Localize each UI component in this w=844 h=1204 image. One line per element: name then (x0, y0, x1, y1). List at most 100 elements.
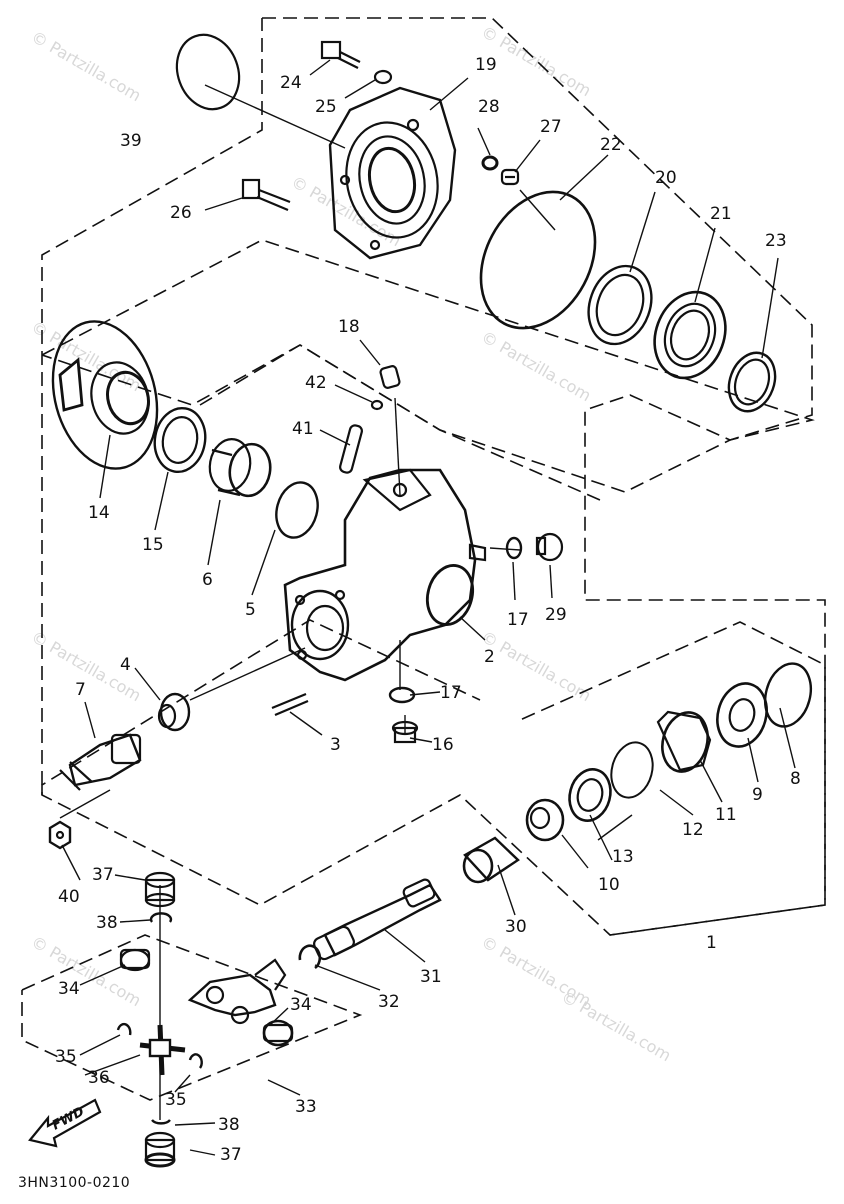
part-label: 20 (655, 168, 677, 188)
part-label: 40 (58, 887, 80, 907)
circlip-38-top (149, 912, 173, 923)
circlip-35-left (116, 1022, 132, 1036)
part-label: 18 (338, 317, 360, 337)
collar-10 (525, 798, 565, 842)
part-label: 34 (290, 995, 312, 1015)
part-label: 31 (420, 967, 442, 987)
part-label: 2 (484, 647, 495, 667)
group-outlines (21, 17, 826, 1101)
outer-assembly-outline (41, 17, 826, 936)
lower-bracket-line (41, 619, 481, 795)
part-label: 27 (540, 117, 562, 137)
part-label: 30 (505, 917, 527, 937)
part-label: 25 (315, 97, 337, 117)
washer-28 (481, 155, 499, 171)
bearing-9 (716, 682, 768, 748)
diagram-code: 3HN3100-0210 (18, 1175, 130, 1191)
shim-8 (763, 662, 813, 728)
part-label: 5 (245, 600, 256, 620)
part-labels: 39 24 25 19 28 27 22 20 21 23 26 18 42 4… (55, 55, 801, 1165)
breather-18 (379, 365, 401, 389)
part-label: 7 (75, 680, 86, 700)
part-label: 11 (715, 805, 737, 825)
bearing-group-outline (199, 344, 601, 501)
pinion-gear-7 (59, 733, 142, 791)
drive-group-outline (519, 621, 826, 936)
part-label: 9 (752, 785, 763, 805)
part-label: 1 (706, 933, 717, 953)
bearing-21 (653, 290, 727, 380)
plug-bolt-27 (500, 168, 520, 186)
washer-25 (373, 69, 393, 85)
leader-lines (59, 59, 796, 1156)
nut-40 (48, 820, 72, 850)
part-label: 4 (120, 655, 131, 675)
washer-17-bottom (388, 686, 416, 704)
part-label: 29 (545, 605, 567, 625)
bearing-cap-34-right (262, 1019, 294, 1047)
bearing-4 (157, 692, 191, 732)
part-label: 16 (432, 735, 454, 755)
part-label: 42 (305, 373, 327, 393)
washer-17-right (505, 536, 523, 560)
circlip-35-right (188, 1053, 203, 1069)
part-label: 3 (330, 735, 341, 755)
part-label: 39 (120, 131, 142, 151)
part-label: 24 (280, 73, 302, 93)
part-label: 28 (478, 97, 500, 117)
cover-group-outline (41, 239, 815, 493)
bearing-housing-11 (656, 710, 712, 773)
pin-41 (339, 424, 363, 474)
part-label: 32 (378, 992, 400, 1012)
part-label: 37 (220, 1145, 242, 1165)
part-label: 8 (790, 769, 801, 789)
stud-3 (271, 692, 309, 717)
part-label: 6 (202, 570, 213, 590)
thrust-bearing-15 (153, 406, 207, 474)
gear-case-2 (283, 468, 487, 682)
part-label: 26 (170, 203, 192, 223)
part-label: 33 (295, 1097, 317, 1117)
o-ring-39 (175, 33, 241, 111)
bearing-cap-37-top (144, 871, 176, 908)
watermark: © Partzilla.com (558, 987, 674, 1065)
part-label: 37 (92, 865, 114, 885)
part-label: 21 (710, 204, 732, 224)
part-label: 10 (598, 875, 620, 895)
bearing-cap-37-bottom (144, 1131, 176, 1168)
parts (28, 33, 813, 1168)
yoke (187, 958, 287, 1025)
yoke-group-outline (21, 934, 363, 1101)
cover-housing-19 (328, 86, 457, 260)
clip-42 (370, 399, 384, 411)
drive-shaft-31 (313, 878, 442, 961)
circlip-38-bottom (151, 1119, 171, 1125)
watermark-layer: © Partzilla.com © Partzilla.com © Partzi… (28, 22, 674, 1065)
part-label: 35 (165, 1090, 187, 1110)
shim-5 (275, 481, 319, 539)
part-label: 38 (218, 1115, 240, 1135)
fwd-arrow-icon (28, 1098, 102, 1148)
part-label: 38 (96, 913, 118, 933)
part-label: 13 (612, 847, 634, 867)
bolt-26 (241, 178, 291, 212)
part-label: 41 (292, 419, 314, 439)
bearing-cap-34-left (119, 948, 151, 972)
part-label: 35 (55, 1047, 77, 1067)
plug-29 (535, 532, 564, 562)
part-label: 19 (475, 55, 497, 75)
spider-36 (139, 1024, 186, 1076)
part-label: 22 (600, 135, 622, 155)
coupling-30 (462, 836, 520, 884)
o-ring-22 (479, 190, 597, 330)
watermark: © Partzilla.com (28, 27, 144, 105)
part-label: 15 (142, 535, 164, 555)
ring-gear-14 (51, 320, 159, 470)
shim-20 (587, 264, 653, 346)
o-ring-12 (610, 741, 654, 799)
shim-23 (727, 351, 777, 413)
bolt-24 (320, 40, 361, 69)
circlip-32 (298, 944, 322, 970)
